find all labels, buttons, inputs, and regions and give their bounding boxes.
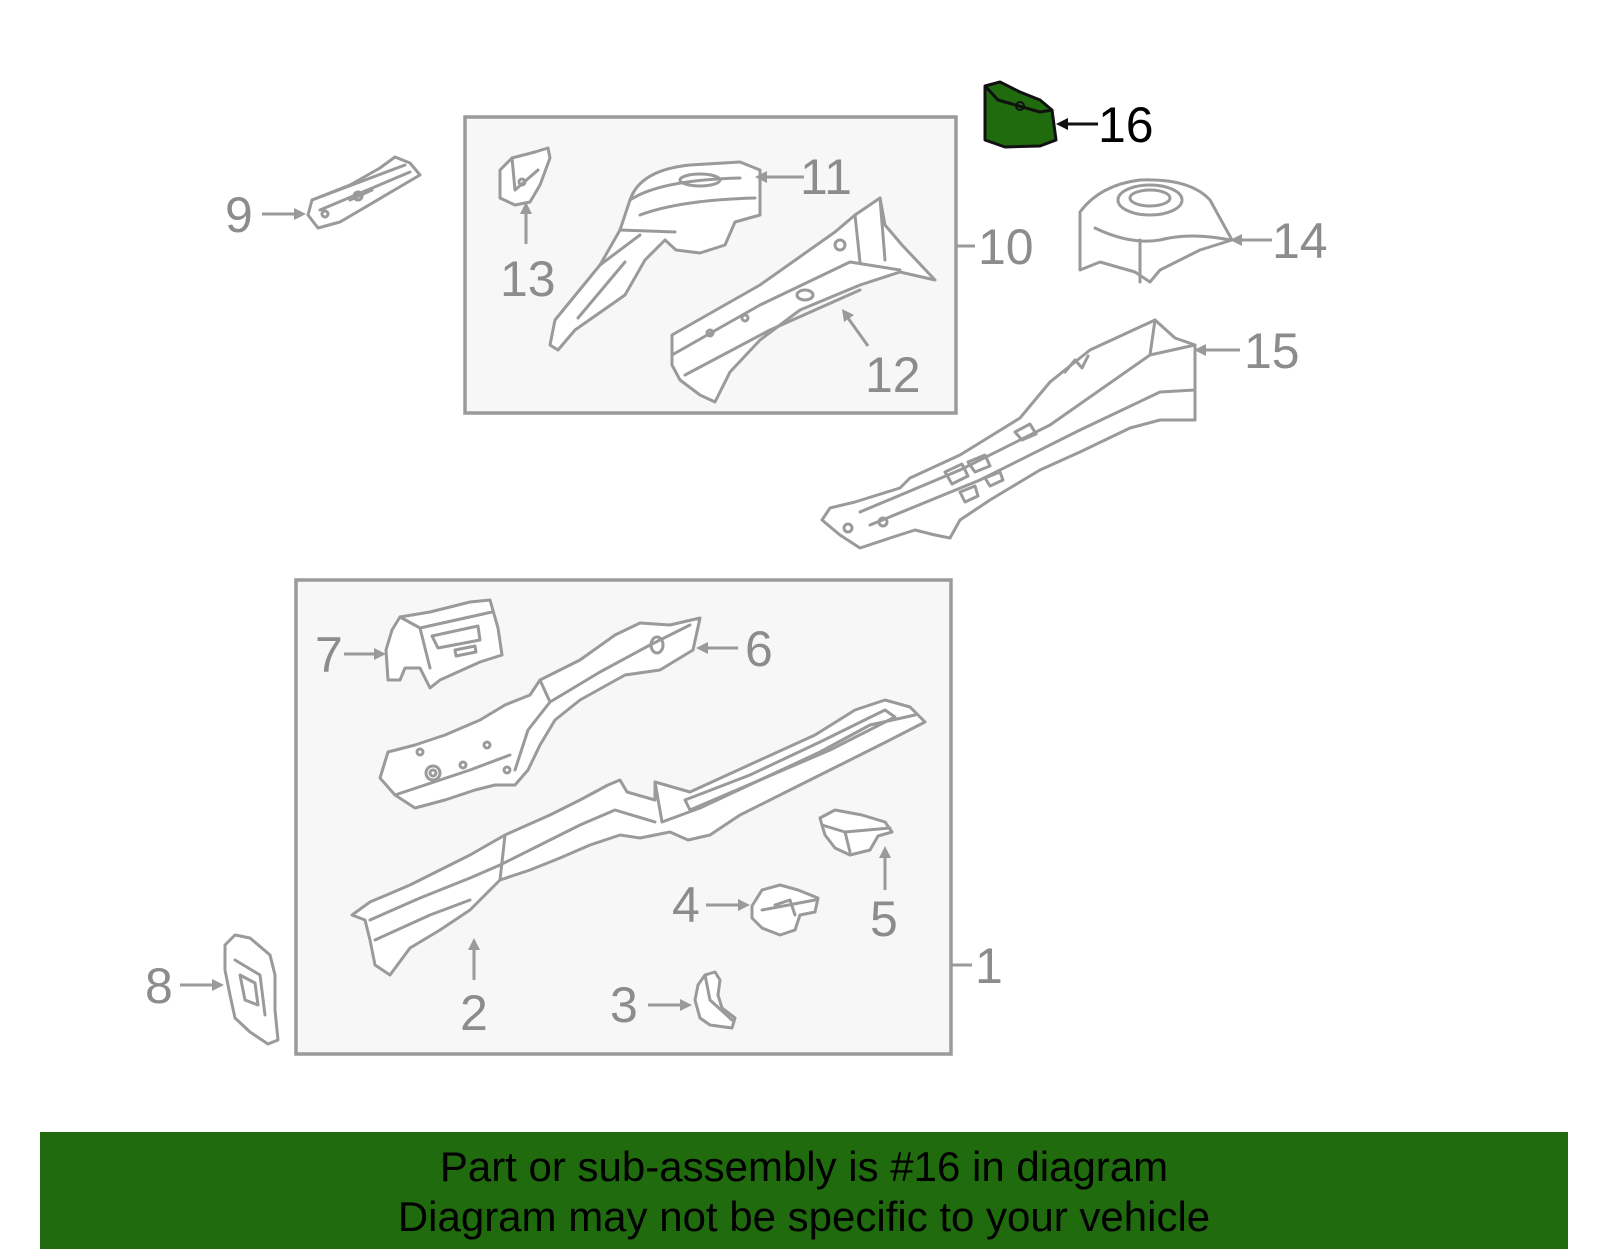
callout-6: 6: [745, 621, 773, 677]
arrow-13: [520, 202, 532, 244]
callout-10: 10: [978, 219, 1034, 275]
part-8[interactable]: [223, 933, 280, 1046]
arrow-8: [180, 979, 224, 991]
callout-11: 11: [800, 149, 852, 205]
arrow-4: [706, 899, 750, 911]
part-4[interactable]: [750, 883, 820, 937]
arrow-9: [262, 208, 306, 220]
part-16[interactable]: [983, 80, 1058, 149]
arrow-14: [1230, 234, 1272, 246]
arrow-6: [696, 642, 738, 654]
part-7[interactable]: [384, 598, 504, 690]
part-6[interactable]: [378, 616, 702, 810]
part-14[interactable]: [1078, 178, 1234, 284]
callout-5: 5: [870, 891, 898, 947]
arrow-3: [648, 999, 692, 1011]
arrow-5: [879, 846, 891, 890]
part-5[interactable]: [818, 808, 894, 857]
callout-3: 3: [610, 977, 638, 1033]
callout-2: 2: [460, 985, 488, 1041]
part-13[interactable]: [498, 146, 552, 207]
info-banner: Part or sub-assembly is #16 in diagram D…: [40, 1132, 1568, 1249]
arrow-2: [468, 938, 480, 980]
arrow-16: [1056, 118, 1098, 130]
part-3[interactable]: [693, 970, 737, 1030]
part-11[interactable]: [548, 160, 762, 352]
callout-7: 7: [315, 627, 343, 683]
callout-9: 9: [225, 187, 253, 243]
part-15[interactable]: [820, 318, 1197, 550]
arrow-12: [842, 309, 870, 347]
part-9[interactable]: [306, 155, 422, 230]
arrow-7: [344, 648, 386, 660]
callout-15: 15: [1244, 323, 1300, 379]
callout-12: 12: [865, 347, 921, 403]
callout-1: 1: [975, 938, 1003, 994]
part-12[interactable]: [670, 196, 937, 404]
part-2[interactable]: [350, 698, 927, 977]
callout-14: 14: [1272, 213, 1328, 269]
banner-line-1: Part or sub-assembly is #16 in diagram: [439, 1143, 1169, 1190]
arrow-11: [755, 171, 804, 183]
callout-13: 13: [500, 251, 556, 307]
callout-8: 8: [145, 958, 173, 1014]
callout-16: 16: [1098, 97, 1154, 153]
banner-line-2: Diagram may not be specific to your vehi…: [397, 1193, 1211, 1240]
arrow-15: [1194, 344, 1240, 356]
callout-4: 4: [672, 877, 700, 933]
